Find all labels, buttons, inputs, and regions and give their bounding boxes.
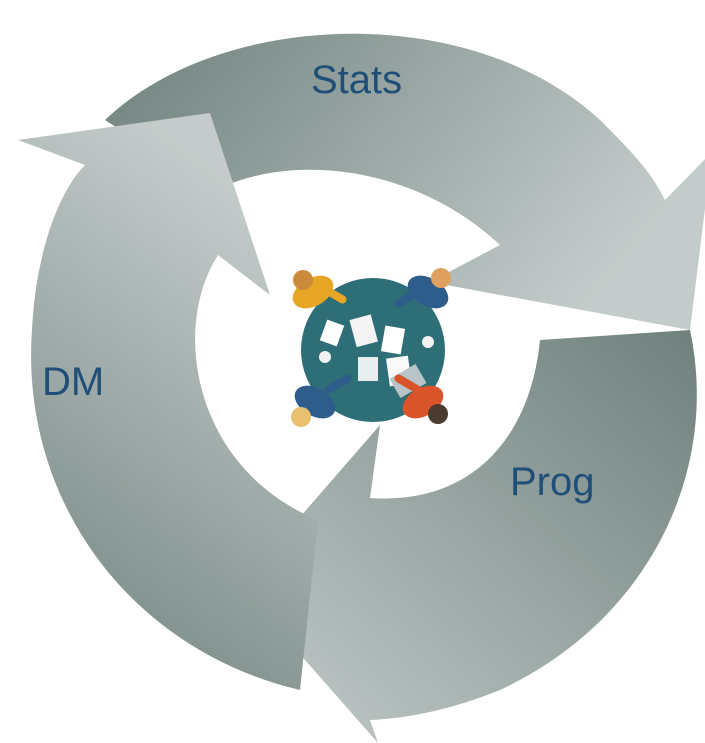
paper-shape bbox=[358, 357, 378, 381]
stage-label-stats: Stats bbox=[311, 58, 403, 102]
stage-label-prog: Prog bbox=[510, 460, 595, 504]
cycle-arrow-stats bbox=[105, 33, 705, 330]
cup-shape bbox=[319, 351, 331, 363]
cycle-arrow-dm bbox=[18, 113, 318, 690]
person-blue-bottom bbox=[291, 374, 352, 427]
stage-label-dm: DM bbox=[42, 360, 105, 404]
person-yellow bbox=[292, 270, 347, 309]
person-orange bbox=[394, 374, 448, 424]
paper-shape bbox=[319, 319, 345, 347]
cycle-arrow-prog bbox=[240, 330, 697, 743]
paper-shape bbox=[349, 314, 378, 348]
team-meeting-around-table-icon bbox=[291, 268, 451, 427]
person-blue-top bbox=[394, 268, 451, 309]
paper-shape bbox=[380, 325, 406, 355]
cup-shape bbox=[422, 336, 434, 348]
